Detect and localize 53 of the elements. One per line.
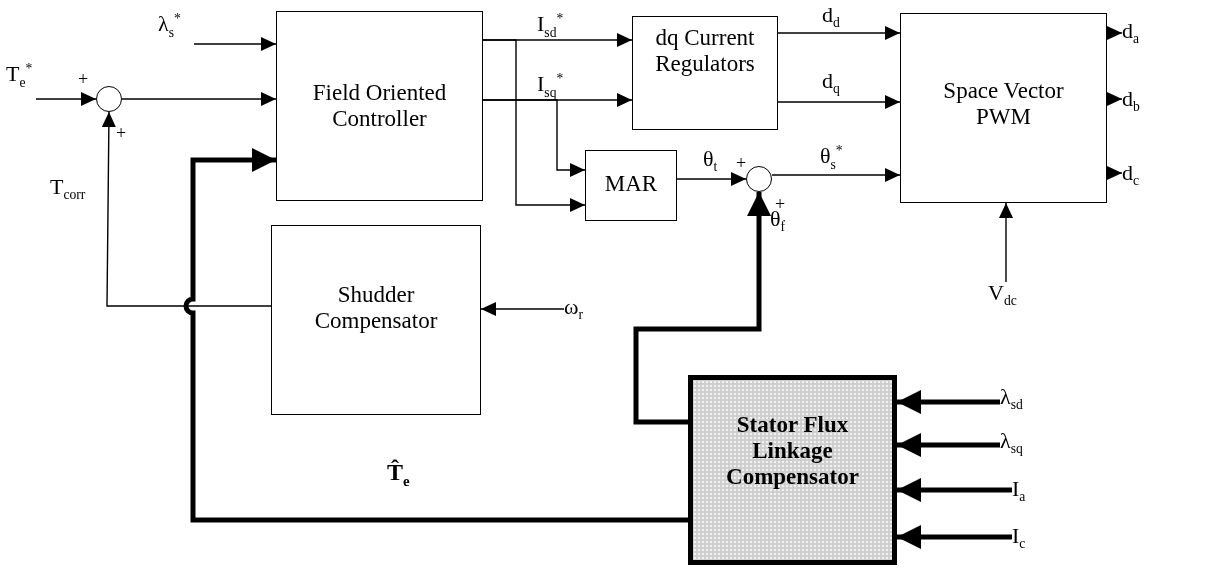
block-box <box>632 16 778 130</box>
block-label: Space Vector PWM <box>942 78 1065 130</box>
signal-arrow <box>193 37 277 51</box>
edge-label: d$_{d}$ <box>822 4 840 31</box>
edge-label: θ$_{f}$ <box>770 208 786 235</box>
block-label: Stator Flux Linkage Compensator <box>725 412 860 490</box>
sign-label: + <box>116 124 127 142</box>
edge-label: d$_{q}$ <box>822 70 840 97</box>
signal-arrow <box>633 192 771 425</box>
edge-label: T̂$_{e}$ <box>387 460 410 489</box>
signal-arrow <box>101 111 272 307</box>
signal-arrow <box>1106 166 1123 180</box>
signal-label: d$_{b}$ <box>1122 88 1156 116</box>
signal-label: I$_{a}$ <box>1012 478 1042 508</box>
signal-arrow <box>771 168 901 182</box>
sign-label: + <box>78 70 89 88</box>
block-box <box>688 375 897 565</box>
signal-label: V$_{dc}$ <box>988 282 1032 312</box>
signal-arrow <box>184 148 688 523</box>
signal-label: I$_{c}$ <box>1012 525 1042 555</box>
summing-junction <box>96 86 122 112</box>
block-box <box>900 13 1107 203</box>
signal-arrow <box>121 92 277 106</box>
block-box <box>585 150 677 221</box>
block-label: Shudder Compensator <box>314 282 438 334</box>
sign-label: + <box>736 154 747 172</box>
block-box <box>276 11 483 201</box>
signal-arrow <box>482 99 586 177</box>
signal-label: ω$_{r}$ <box>564 296 600 324</box>
signal-arrow <box>897 478 1012 502</box>
signal-arrow <box>480 302 565 316</box>
block-label: MAR <box>604 171 658 197</box>
signal-arrow <box>897 390 1000 414</box>
signal-label: d$_{a}$ <box>1122 20 1156 48</box>
signal-arrow <box>999 202 1013 283</box>
edge-label: θ$_{t}$ <box>703 148 718 175</box>
signal-arrow <box>676 172 747 186</box>
block-label: Field Oriented Controller <box>311 80 448 132</box>
signal-arrow <box>35 92 97 106</box>
block-box <box>271 225 481 415</box>
signal-arrow <box>482 39 586 212</box>
signal-arrow <box>1106 26 1123 40</box>
signal-label: λ$_{sq}$ <box>1000 430 1044 464</box>
signal-arrow <box>1106 92 1123 106</box>
signal-arrow <box>777 95 901 109</box>
summing-junction <box>746 166 772 192</box>
edge-label: T$_{corr}$ <box>50 176 86 203</box>
signal-arrow <box>777 26 901 40</box>
block-label: dq Current Regulators <box>655 25 755 77</box>
signal-arrow <box>897 433 1000 457</box>
signal-label: d$_{c}$ <box>1122 162 1156 190</box>
signal-label: λ$_{sd}$ <box>1000 386 1044 420</box>
signal-arrow <box>897 525 1012 549</box>
